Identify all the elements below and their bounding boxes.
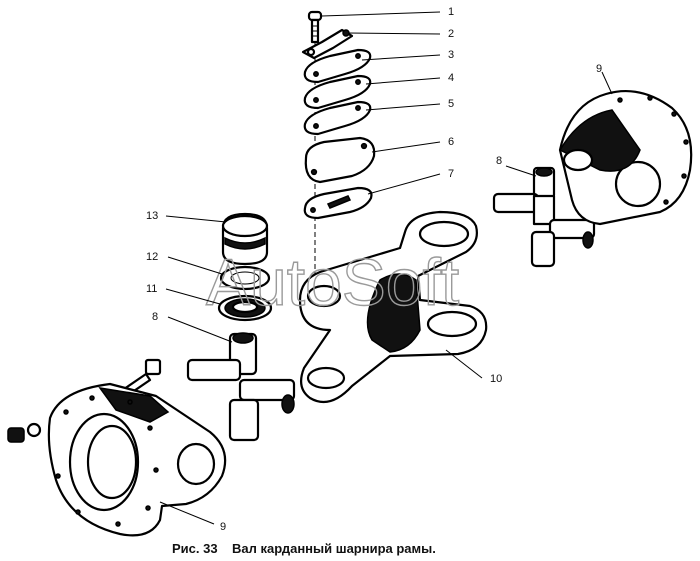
nut-and-washer xyxy=(7,422,42,443)
part-1-bolt xyxy=(307,10,323,44)
callout-4: 4 xyxy=(448,72,454,84)
part-13-cap xyxy=(221,212,269,266)
callout-8-upper: 8 xyxy=(496,155,502,167)
callout-9-upper: 9 xyxy=(596,63,602,75)
part-11-ring xyxy=(217,294,273,322)
callout-13: 13 xyxy=(146,210,158,222)
part-12-seal xyxy=(219,265,271,291)
callout-2: 2 xyxy=(448,28,454,40)
callout-7: 7 xyxy=(448,168,454,180)
part-9-flange-lower xyxy=(47,382,227,537)
callout-5: 5 xyxy=(448,98,454,110)
part-7-gasket xyxy=(303,186,373,220)
callout-12: 12 xyxy=(146,251,158,263)
part-6-cover xyxy=(304,136,376,184)
callout-10: 10 xyxy=(490,373,502,385)
callout-9-lower: 9 xyxy=(220,521,226,533)
callout-1: 1 xyxy=(448,6,454,18)
callout-6: 6 xyxy=(448,136,454,148)
watermark-text: AutoSoft xyxy=(206,245,459,319)
caption-prefix: Рис. 33 xyxy=(172,541,218,556)
callout-11: 11 xyxy=(146,283,157,295)
caption-title: Вал карданный шарнира рамы. xyxy=(232,541,436,556)
figure-caption: Рис. 33 Вал карданный шарнира рамы. xyxy=(172,541,436,556)
part-8-cross-upper xyxy=(492,166,596,268)
callout-labels: 1 2 3 4 5 6 7 8 8 9 9 10 11 12 13 xyxy=(146,6,602,533)
part-2-lock-plate xyxy=(301,28,354,60)
part-9-flange-upper xyxy=(558,90,693,226)
callout-3: 3 xyxy=(448,49,454,61)
part-8-cross-lower xyxy=(186,332,296,442)
part-10-yoke xyxy=(298,210,488,404)
leader-lines xyxy=(159,11,613,525)
callout-8-lower: 8 xyxy=(152,311,158,323)
part-3-gasket xyxy=(303,48,372,84)
